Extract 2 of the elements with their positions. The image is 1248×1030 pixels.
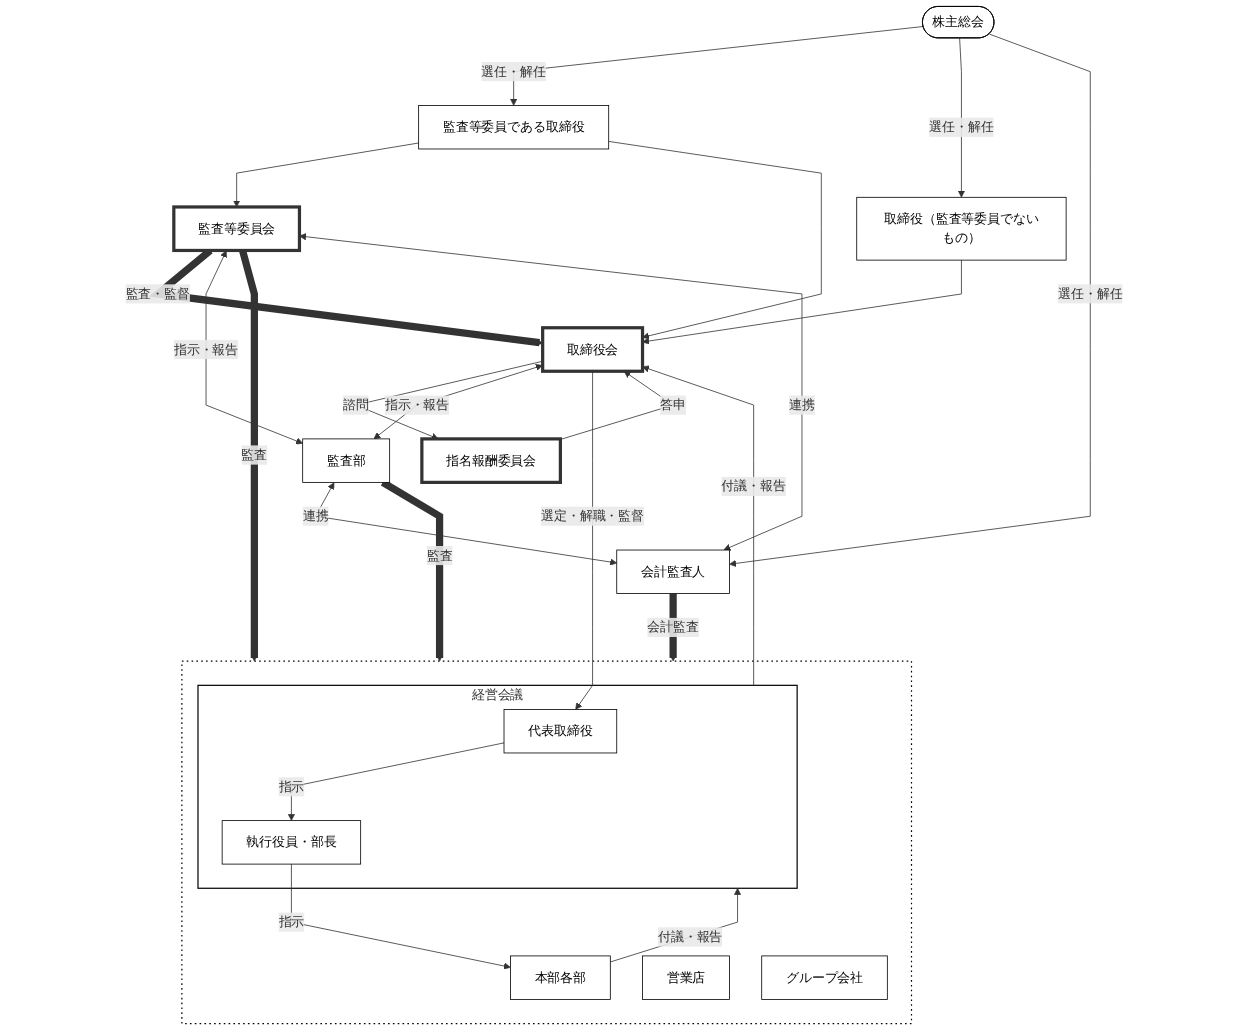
arrow xyxy=(380,479,444,662)
arrow xyxy=(239,249,258,662)
